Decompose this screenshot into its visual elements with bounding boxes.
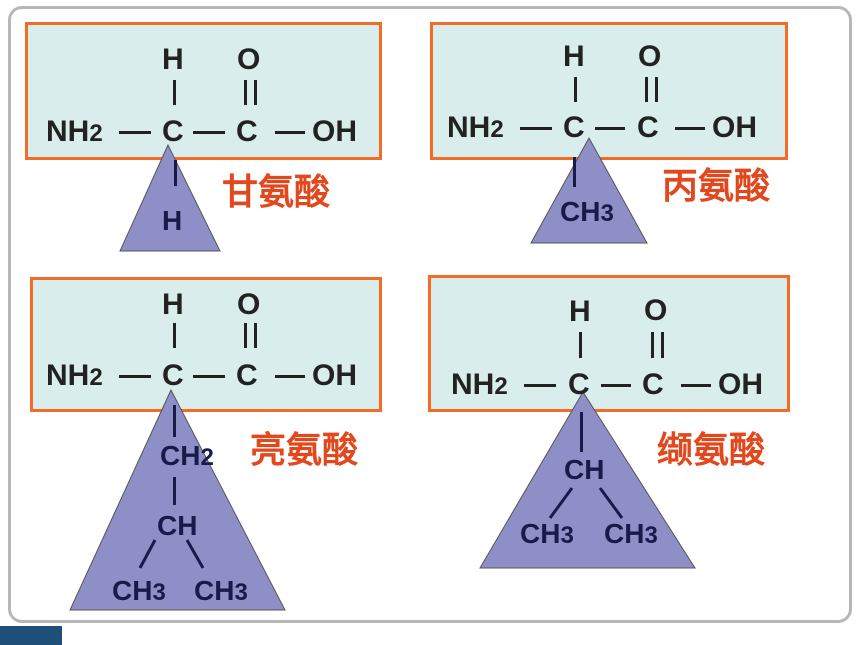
valine-formula-box — [428, 275, 790, 412]
valine-r-ch3-left-sub: 3 — [560, 522, 574, 549]
glycine-alpha-c: C — [162, 115, 184, 148]
valine-bond-n-c — [524, 384, 556, 387]
valine-carboxyl-c: C — [642, 368, 664, 401]
valine-nh2: NH2 — [451, 370, 508, 400]
valine-r-ch3-right: CH3 — [604, 520, 658, 548]
alanine-o-top: O — [638, 40, 662, 73]
glycine-nh2: NH2 — [46, 117, 103, 147]
valine-double-bond-a — [651, 332, 654, 358]
alanine-double-bond-b — [655, 77, 658, 102]
leucine-double-bond-a — [244, 323, 247, 348]
leucine-r-ch2-text: CH — [160, 440, 201, 471]
leucine-oh: OH — [312, 359, 357, 392]
glycine-r-h: H — [162, 205, 183, 236]
glycine-oh: OH — [312, 115, 357, 148]
glycine-name: 甘氨酸 — [222, 171, 331, 212]
leucine-nh2-sub: 2 — [89, 364, 103, 391]
alanine-double-bond-a — [645, 77, 648, 102]
leucine-nh2: NH2 — [46, 361, 103, 391]
valine-bond-c-c — [601, 384, 631, 387]
glycine-bond-c-oh — [275, 131, 305, 134]
leucine-bond-c-h — [173, 323, 176, 348]
leucine-bond-r2 — [173, 477, 176, 505]
valine-h-top: H — [569, 295, 591, 328]
leucine-nh2-text: NH — [46, 359, 90, 392]
leucine-r-ch: CH — [157, 510, 198, 541]
glycine-double-bond-a — [244, 80, 247, 105]
alanine-alpha-c: C — [563, 111, 585, 144]
valine-oh: OH — [718, 368, 763, 401]
alanine-nh2-text: NH — [447, 111, 491, 144]
leucine-r-ch3-right-text: CH — [194, 575, 235, 606]
leucine-formula-box — [30, 277, 382, 412]
valine-alpha-c: C — [568, 368, 590, 401]
valine-double-bond-b — [661, 332, 664, 358]
alanine-nh2-sub: 2 — [490, 116, 504, 143]
glycine-double-bond-b — [254, 80, 257, 105]
glycine-o-top: O — [237, 43, 261, 76]
leucine-carboxyl-c: C — [236, 359, 258, 392]
leucine-h-top: H — [162, 288, 184, 321]
leucine-r-ch3-right-sub: 3 — [234, 579, 248, 606]
alanine-bond-r — [573, 157, 576, 187]
leucine-r-ch3-right: CH3 — [194, 577, 248, 605]
glycine-formula-box — [25, 22, 382, 160]
alanine-r-ch3: CH3 — [560, 198, 614, 226]
leucine-bond-c-c — [193, 375, 225, 378]
leucine-r-ch3-left: CH3 — [112, 577, 166, 605]
leucine-o-top: O — [237, 288, 261, 321]
leucine-double-bond-b — [254, 323, 257, 348]
alanine-oh: OH — [712, 111, 757, 144]
glycine-bond-c-c — [193, 131, 225, 134]
leucine-r-ch3-left-text: CH — [112, 575, 153, 606]
valine-name: 缬氨酸 — [657, 429, 766, 470]
leucine-r-ch2: CH2 — [160, 442, 214, 470]
glycine-nh2-sub: 2 — [89, 120, 103, 147]
valine-r-ch3-right-sub: 3 — [644, 522, 658, 549]
leucine-bond-n-c — [119, 375, 151, 378]
alanine-formula-box — [430, 22, 788, 160]
valine-o-top: O — [644, 294, 668, 327]
valine-r-ch3-right-text: CH — [604, 518, 645, 549]
alanine-bond-c-h — [574, 77, 577, 102]
valine-nh2-sub: 2 — [494, 373, 508, 400]
alanine-r-ch3-sub: 3 — [600, 200, 614, 227]
glycine-bond-r — [174, 160, 177, 186]
alanine-bond-c-c — [595, 127, 625, 130]
valine-bond-r — [580, 412, 583, 452]
leucine-r-ch2-sub: 2 — [200, 444, 214, 471]
corner-tab — [0, 626, 62, 645]
alanine-bond-n-c — [520, 127, 552, 130]
glycine-carboxyl-c: C — [236, 115, 258, 148]
alanine-nh2: NH2 — [447, 113, 504, 143]
leucine-name: 亮氨酸 — [250, 429, 359, 470]
glycine-h-top: H — [162, 43, 184, 76]
glycine-nh2-text: NH — [46, 115, 90, 148]
glycine-bond-n-c — [119, 131, 151, 134]
alanine-carboxyl-c: C — [637, 111, 659, 144]
valine-nh2-text: NH — [451, 368, 495, 401]
leucine-r-ch3-left-sub: 3 — [152, 579, 166, 606]
alanine-r-ch3-text: CH — [560, 196, 601, 227]
leucine-bond-r1 — [173, 405, 176, 437]
valine-bond-c-h — [579, 332, 582, 358]
alanine-h-top: H — [563, 40, 585, 73]
valine-r-ch: CH — [564, 454, 605, 485]
leucine-bond-c-oh — [275, 375, 305, 378]
valine-bond-c-oh — [681, 384, 711, 387]
alanine-name: 丙氨酸 — [662, 165, 771, 206]
leucine-alpha-c: C — [162, 359, 184, 392]
valine-r-ch3-left-text: CH — [520, 518, 561, 549]
alanine-bond-c-oh — [675, 127, 705, 130]
glycine-bond-c-h — [173, 80, 176, 105]
valine-r-ch3-left: CH3 — [520, 520, 574, 548]
